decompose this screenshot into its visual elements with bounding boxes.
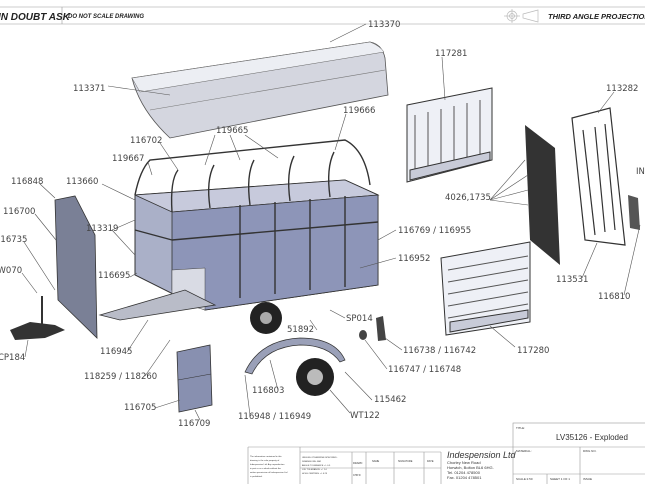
part-label: 118259 / 118260 — [84, 372, 157, 382]
front-panel-part — [54, 195, 98, 339]
part-label: 116705 — [124, 403, 156, 413]
part-label: IW070 — [0, 266, 22, 276]
part-label: WT122 — [350, 411, 380, 421]
title-label: TITLE: — [516, 426, 525, 430]
checked-label: CHK'D — [353, 474, 361, 477]
notice-line: in part or as a whole without the — [250, 467, 282, 470]
rear-ramp-frame-part — [571, 107, 626, 246]
address-line: Tel. 01204 478500 — [447, 470, 481, 475]
part-label: 119667 — [112, 154, 144, 164]
material-label: MATERIAL: — [516, 449, 532, 453]
do-not-scale-note: DO NOT SCALE DRAWING — [68, 14, 144, 20]
mudguard-part — [244, 337, 346, 375]
part-label: 113531 — [556, 275, 588, 285]
part-label: 116700 — [3, 207, 35, 217]
name-header: NAME — [372, 460, 380, 463]
sheet-label: SHEET 1 OF 1 — [550, 477, 570, 481]
address-line: Chorley New Road — [447, 460, 481, 465]
title-block: TITLE: LV35126 - Exploded MATERIAL: DWG … — [247, 422, 645, 484]
part-label: 116695 — [98, 271, 130, 281]
projection-symbol-icon — [504, 9, 539, 23]
coupling-part — [10, 296, 65, 340]
scale-label: SCALE:1:50 — [516, 477, 533, 481]
part-label: 113319 — [86, 224, 118, 234]
part-label: 4026,1735 — [445, 193, 491, 203]
date-header: DATE — [427, 460, 434, 463]
part-label: 119666 — [343, 106, 375, 116]
rear-gate-upper-part — [406, 87, 493, 183]
part-label: 115462 — [374, 395, 406, 405]
wheel-part — [250, 302, 334, 396]
part-label: 116769 / 116955 — [398, 226, 471, 236]
trailer-body-part — [98, 139, 380, 321]
notice-line: Indespension Ltd. Any reproduction — [250, 463, 285, 466]
signature-header: SIGNATURE — [398, 460, 413, 463]
part-label: 51892 — [287, 325, 314, 335]
small-bracket-part — [628, 195, 640, 230]
part-label: 116747 / 116748 — [388, 365, 461, 375]
lamp-part — [359, 316, 386, 341]
notice-line: The information contained in this — [250, 455, 283, 458]
part-label: 116735 — [0, 235, 27, 245]
part-label: 113660 — [66, 177, 98, 187]
notice-line: drawing is the sole property of — [250, 459, 280, 462]
canopy-part — [131, 41, 389, 139]
part-label: 116702 — [130, 136, 162, 146]
mesh-panel-part — [525, 125, 560, 265]
part-label: 113282 — [606, 84, 638, 94]
part-label: 116945 — [100, 347, 132, 357]
tolerance-line: HOLE CENTRES +/- 0.25 — [302, 473, 328, 475]
part-label: 116738 / 116742 — [403, 346, 476, 356]
part-label: 117280 — [517, 346, 549, 356]
drawn-label: DRAWN — [353, 462, 363, 465]
part-label: INC — [636, 167, 645, 177]
part-label: 116810 — [598, 292, 630, 302]
drawing-title: LV35126 - Exploded — [556, 433, 628, 442]
part-label: 116848 — [11, 177, 43, 187]
notice-line: written permission of Indespension Ltd — [250, 471, 288, 474]
projection-note: THIRD ANGLE PROJECTION — [548, 12, 645, 21]
part-label: 116803 — [252, 386, 284, 396]
notice-line: is prohibited. — [250, 475, 263, 478]
part-label: 113370 — [368, 20, 400, 30]
leader-lines — [21, 23, 641, 421]
part-label: 116952 — [398, 254, 430, 264]
tolerance-line: DIMENSIONS: MM — [302, 461, 321, 463]
part-labels: 113370 113371 117281 113282 119666 11966… — [0, 20, 645, 429]
part-label: 116948 / 116949 — [238, 412, 311, 422]
address-line: Fax. 01204 478501 — [447, 475, 482, 480]
if-in-doubt-ask: IN DOUBT ASK — [0, 12, 71, 23]
part-label: CP184 — [0, 353, 25, 363]
address-line: Horwich, Bolton BL6 6HG. — [447, 465, 494, 470]
dwg-no-label: DWG NO. — [583, 449, 597, 453]
part-label: 117281 — [435, 49, 467, 59]
side-door-part — [176, 344, 213, 413]
company-name: Indespension Ltd — [447, 450, 517, 460]
part-label: SP014 — [346, 314, 373, 324]
tolerance-line: LIN. TOLERANCE +/- 1.0 — [302, 468, 328, 471]
tolerance-line: UNLESS OTHERWISE SPECIFIED: — [302, 457, 338, 459]
issue-label: ISSUE — [583, 477, 592, 481]
part-label: 116709 — [178, 419, 210, 429]
tolerance-line: ANGLE TOLERANCE +/- 0.5 — [302, 464, 331, 467]
side-gate-lower-part — [440, 241, 531, 336]
part-label: 119665 — [216, 126, 248, 136]
part-label: 113371 — [73, 84, 105, 94]
